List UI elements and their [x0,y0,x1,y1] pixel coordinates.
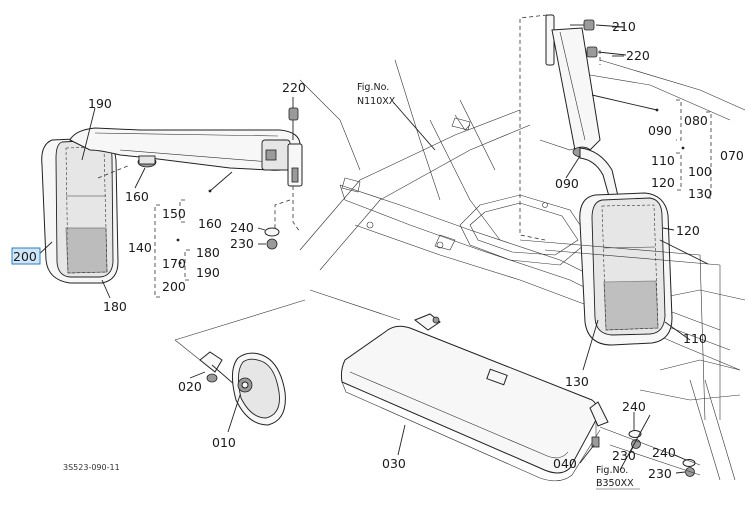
label-100: 100 [688,164,712,179]
label-120: 120 [651,175,675,190]
label-160: 160 [125,189,149,204]
fig-ref-top-line1: Fig.No. [357,82,389,93]
fig-ref-top-line2: N110XX [357,96,396,107]
label-030: 030 [382,456,406,471]
left-mirror-assembly [41,107,303,284]
label-130: 130 [688,186,712,201]
part-labels: 190 200 180 160 220 150 160 140 180 170 … [11,19,744,490]
label-230-left: 230 [230,236,254,251]
label-240-bottom-right: 240 [652,445,676,460]
label-080: 080 [684,113,708,128]
leader-lines [34,24,709,474]
right-mirror-assembly [519,14,721,421]
inner-mirror [174,299,306,426]
selected-part-highlight[interactable] [11,247,41,265]
label-090: 090 [648,123,672,138]
label-230-bottom: 230 [612,448,636,463]
right-grouping-brackets [591,94,712,199]
label-240-left: 240 [230,220,254,235]
label-230-bottom-right: 230 [648,466,672,481]
cover-plate [340,313,701,482]
label-190: 190 [88,96,112,111]
label-140: 140 [128,240,152,255]
label-240-bottom: 240 [622,399,646,414]
label-020: 020 [178,379,202,394]
footer-code: 3S523-090-11 [63,463,120,472]
label-180-group: 180 [196,245,220,260]
label-200-group: 200 [162,279,186,294]
label-090-stem: 090 [555,176,579,191]
label-070: 070 [720,148,744,163]
label-120-mirror: 120 [676,223,700,238]
fig-ref-bottom-line1: Fig.No. [596,465,628,476]
label-010: 010 [212,435,236,450]
label-130-mirror: 130 [565,374,589,389]
left-grouping-brackets [154,171,233,298]
label-220-right: 220 [626,48,650,63]
fig-ref-bottom-line2: B350XX [596,478,634,489]
label-220-left: 220 [282,80,306,95]
label-200-selected[interactable]: 200 [13,249,37,264]
label-150: 150 [162,206,186,221]
label-170: 170 [162,256,186,271]
label-190-group: 190 [196,265,220,280]
label-040: 040 [553,456,577,471]
label-180: 180 [103,299,127,314]
label-110-mirror: 110 [683,331,707,346]
label-210: 210 [612,19,636,34]
label-110: 110 [651,153,675,168]
label-160-group: 160 [198,216,222,231]
